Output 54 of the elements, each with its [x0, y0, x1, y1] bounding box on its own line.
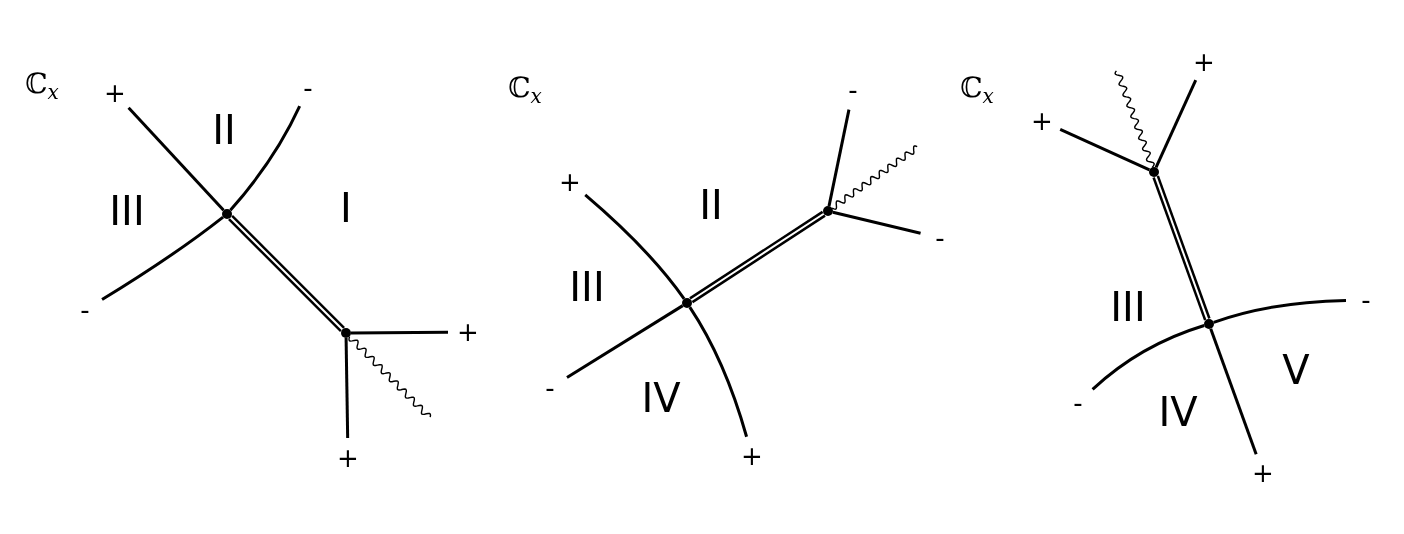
sign-label: +: [457, 319, 479, 345]
line: [832, 210, 921, 235]
double-line: [228, 215, 345, 332]
region-numeral: IV: [641, 378, 681, 418]
line: [344, 337, 350, 439]
line: [566, 304, 684, 379]
plane-label: ℂ$_{x}$: [960, 72, 994, 111]
line: [1059, 127, 1151, 172]
region-numeral: III: [1110, 287, 1146, 327]
wavy-line: [1114, 70, 1155, 168]
line: [827, 109, 851, 207]
wavy-line: [831, 145, 918, 210]
line: [351, 330, 448, 335]
vertex-dot: [222, 209, 232, 219]
region-numeral: I: [340, 188, 352, 228]
region-numeral: III: [569, 267, 605, 307]
sign-label: +: [741, 443, 763, 469]
curved-line: [584, 193, 686, 300]
double-line: [1152, 175, 1211, 321]
curved-line: [1091, 324, 1205, 391]
sign-label: +: [1031, 108, 1053, 134]
curved-line: [101, 215, 224, 301]
region-numeral: IV: [1158, 392, 1198, 432]
sign-label: -: [303, 75, 313, 101]
curved-line: [229, 105, 302, 212]
sign-label: +: [104, 80, 126, 106]
curved-line: [1213, 298, 1347, 324]
sign-label: -: [545, 375, 555, 401]
region-numeral: III: [109, 191, 145, 231]
sign-label: -: [1361, 287, 1371, 313]
wavy-line: [348, 335, 432, 418]
line: [1154, 79, 1198, 169]
sign-label: -: [935, 225, 945, 251]
plane-label: ℂ$_{x}$: [25, 68, 59, 107]
line: [1209, 328, 1258, 455]
sign-label: +: [1193, 49, 1215, 75]
sign-label: +: [559, 169, 581, 195]
vertex-dot: [341, 328, 351, 338]
region-numeral: II: [212, 110, 236, 150]
double-line: [689, 210, 826, 304]
sign-label: +: [1252, 460, 1274, 486]
vertex-dot: [823, 206, 833, 216]
plane-label: ℂ$_{x}$: [508, 72, 542, 111]
curved-line: [688, 306, 749, 438]
sign-label: +: [337, 445, 359, 471]
vertex-dot: [682, 298, 692, 308]
sign-label: -: [1073, 390, 1083, 416]
vertex-dot: [1204, 319, 1214, 329]
sign-label: -: [848, 77, 858, 103]
sign-label: -: [80, 297, 90, 323]
region-numeral: V: [1282, 350, 1310, 390]
vertex-dot: [1149, 167, 1159, 177]
region-numeral: II: [699, 185, 723, 225]
line: [127, 106, 225, 212]
